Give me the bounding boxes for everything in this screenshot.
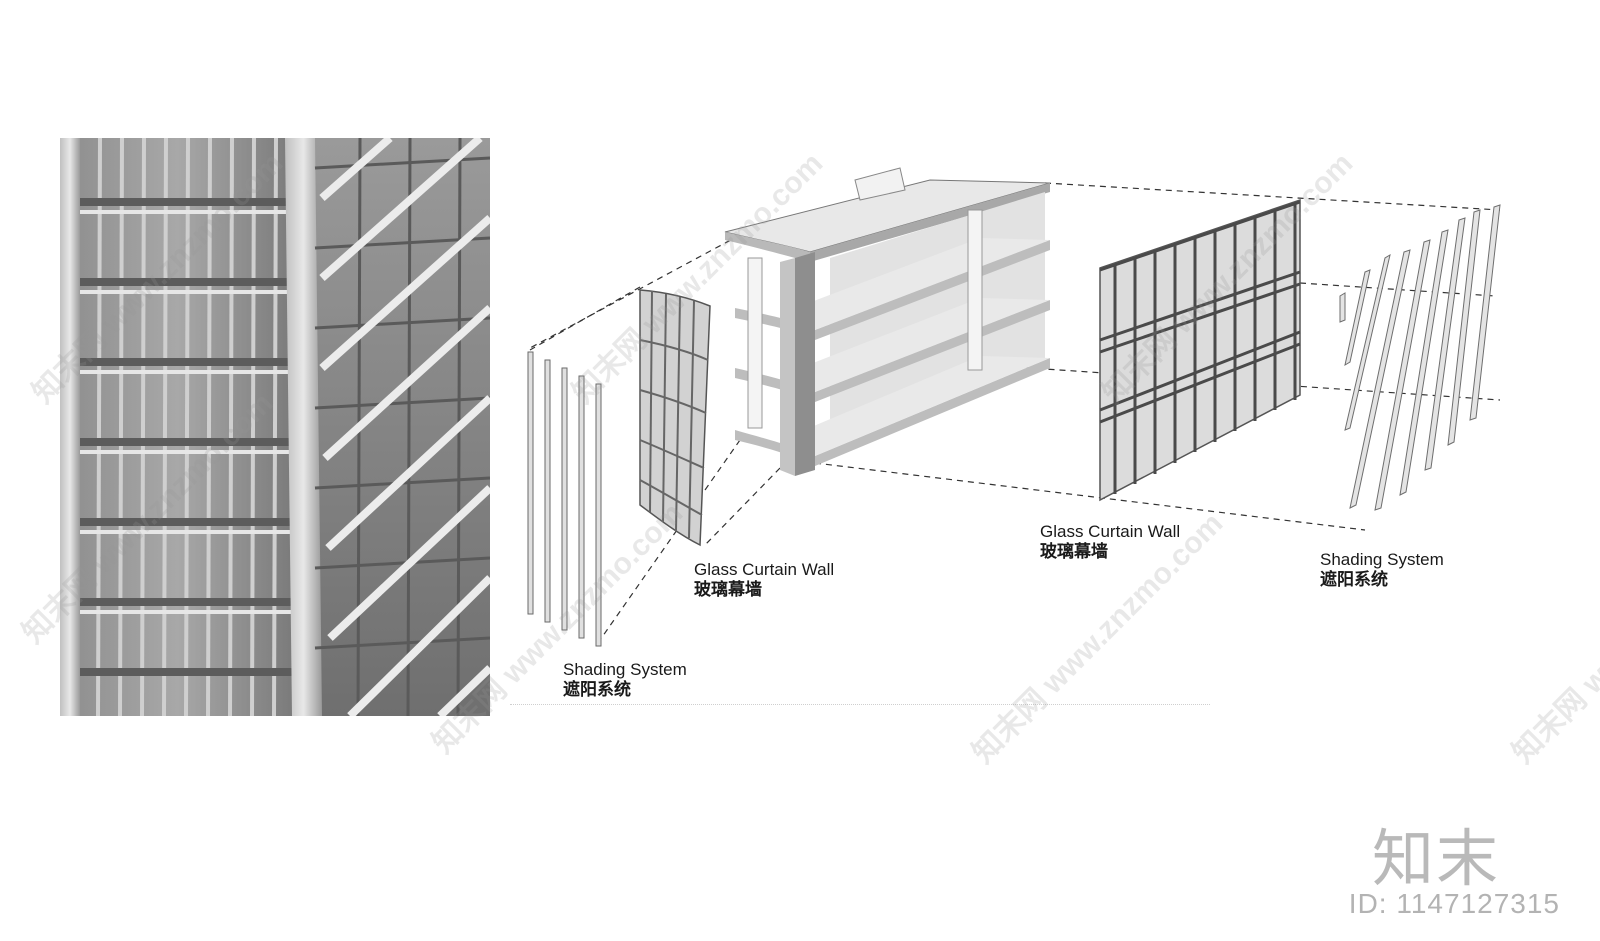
label-zh: 遮阳系统 [1320,570,1388,590]
label-en: Glass Curtain Wall [1040,522,1181,541]
structural-floor-slabs [724,167,1051,476]
facade-render-photo [60,138,490,716]
label-zh: 玻璃幕墙 [1040,542,1108,562]
label-zh: 遮阳系统 [563,680,631,700]
label-shading-system-left: Shading System 遮阳系统 [563,660,687,701]
facade-render-image [60,138,490,716]
image-id-text: ID: 1147127315 [1348,888,1560,919]
label-en: Glass Curtain Wall [694,560,835,579]
label-shading-system-right: Shading System 遮阳系统 [1320,550,1444,591]
shading-fins-left [527,351,602,647]
label-en: Shading System [1320,550,1444,569]
ground-baseline [510,704,1210,705]
brand-logo: 知末 [1371,822,1500,895]
shading-fins-right [1339,204,1501,511]
label-zh: 玻璃幕墙 [694,580,762,600]
label-glass-curtain-wall-left: Glass Curtain Wall 玻璃幕墙 [694,560,834,601]
label-glass-curtain-wall-right: Glass Curtain Wall 玻璃幕墙 [1040,522,1180,563]
label-en: Shading System [563,660,687,679]
glass-curtain-wall-left [639,289,711,547]
glass-curtain-wall-right [1099,198,1301,502]
